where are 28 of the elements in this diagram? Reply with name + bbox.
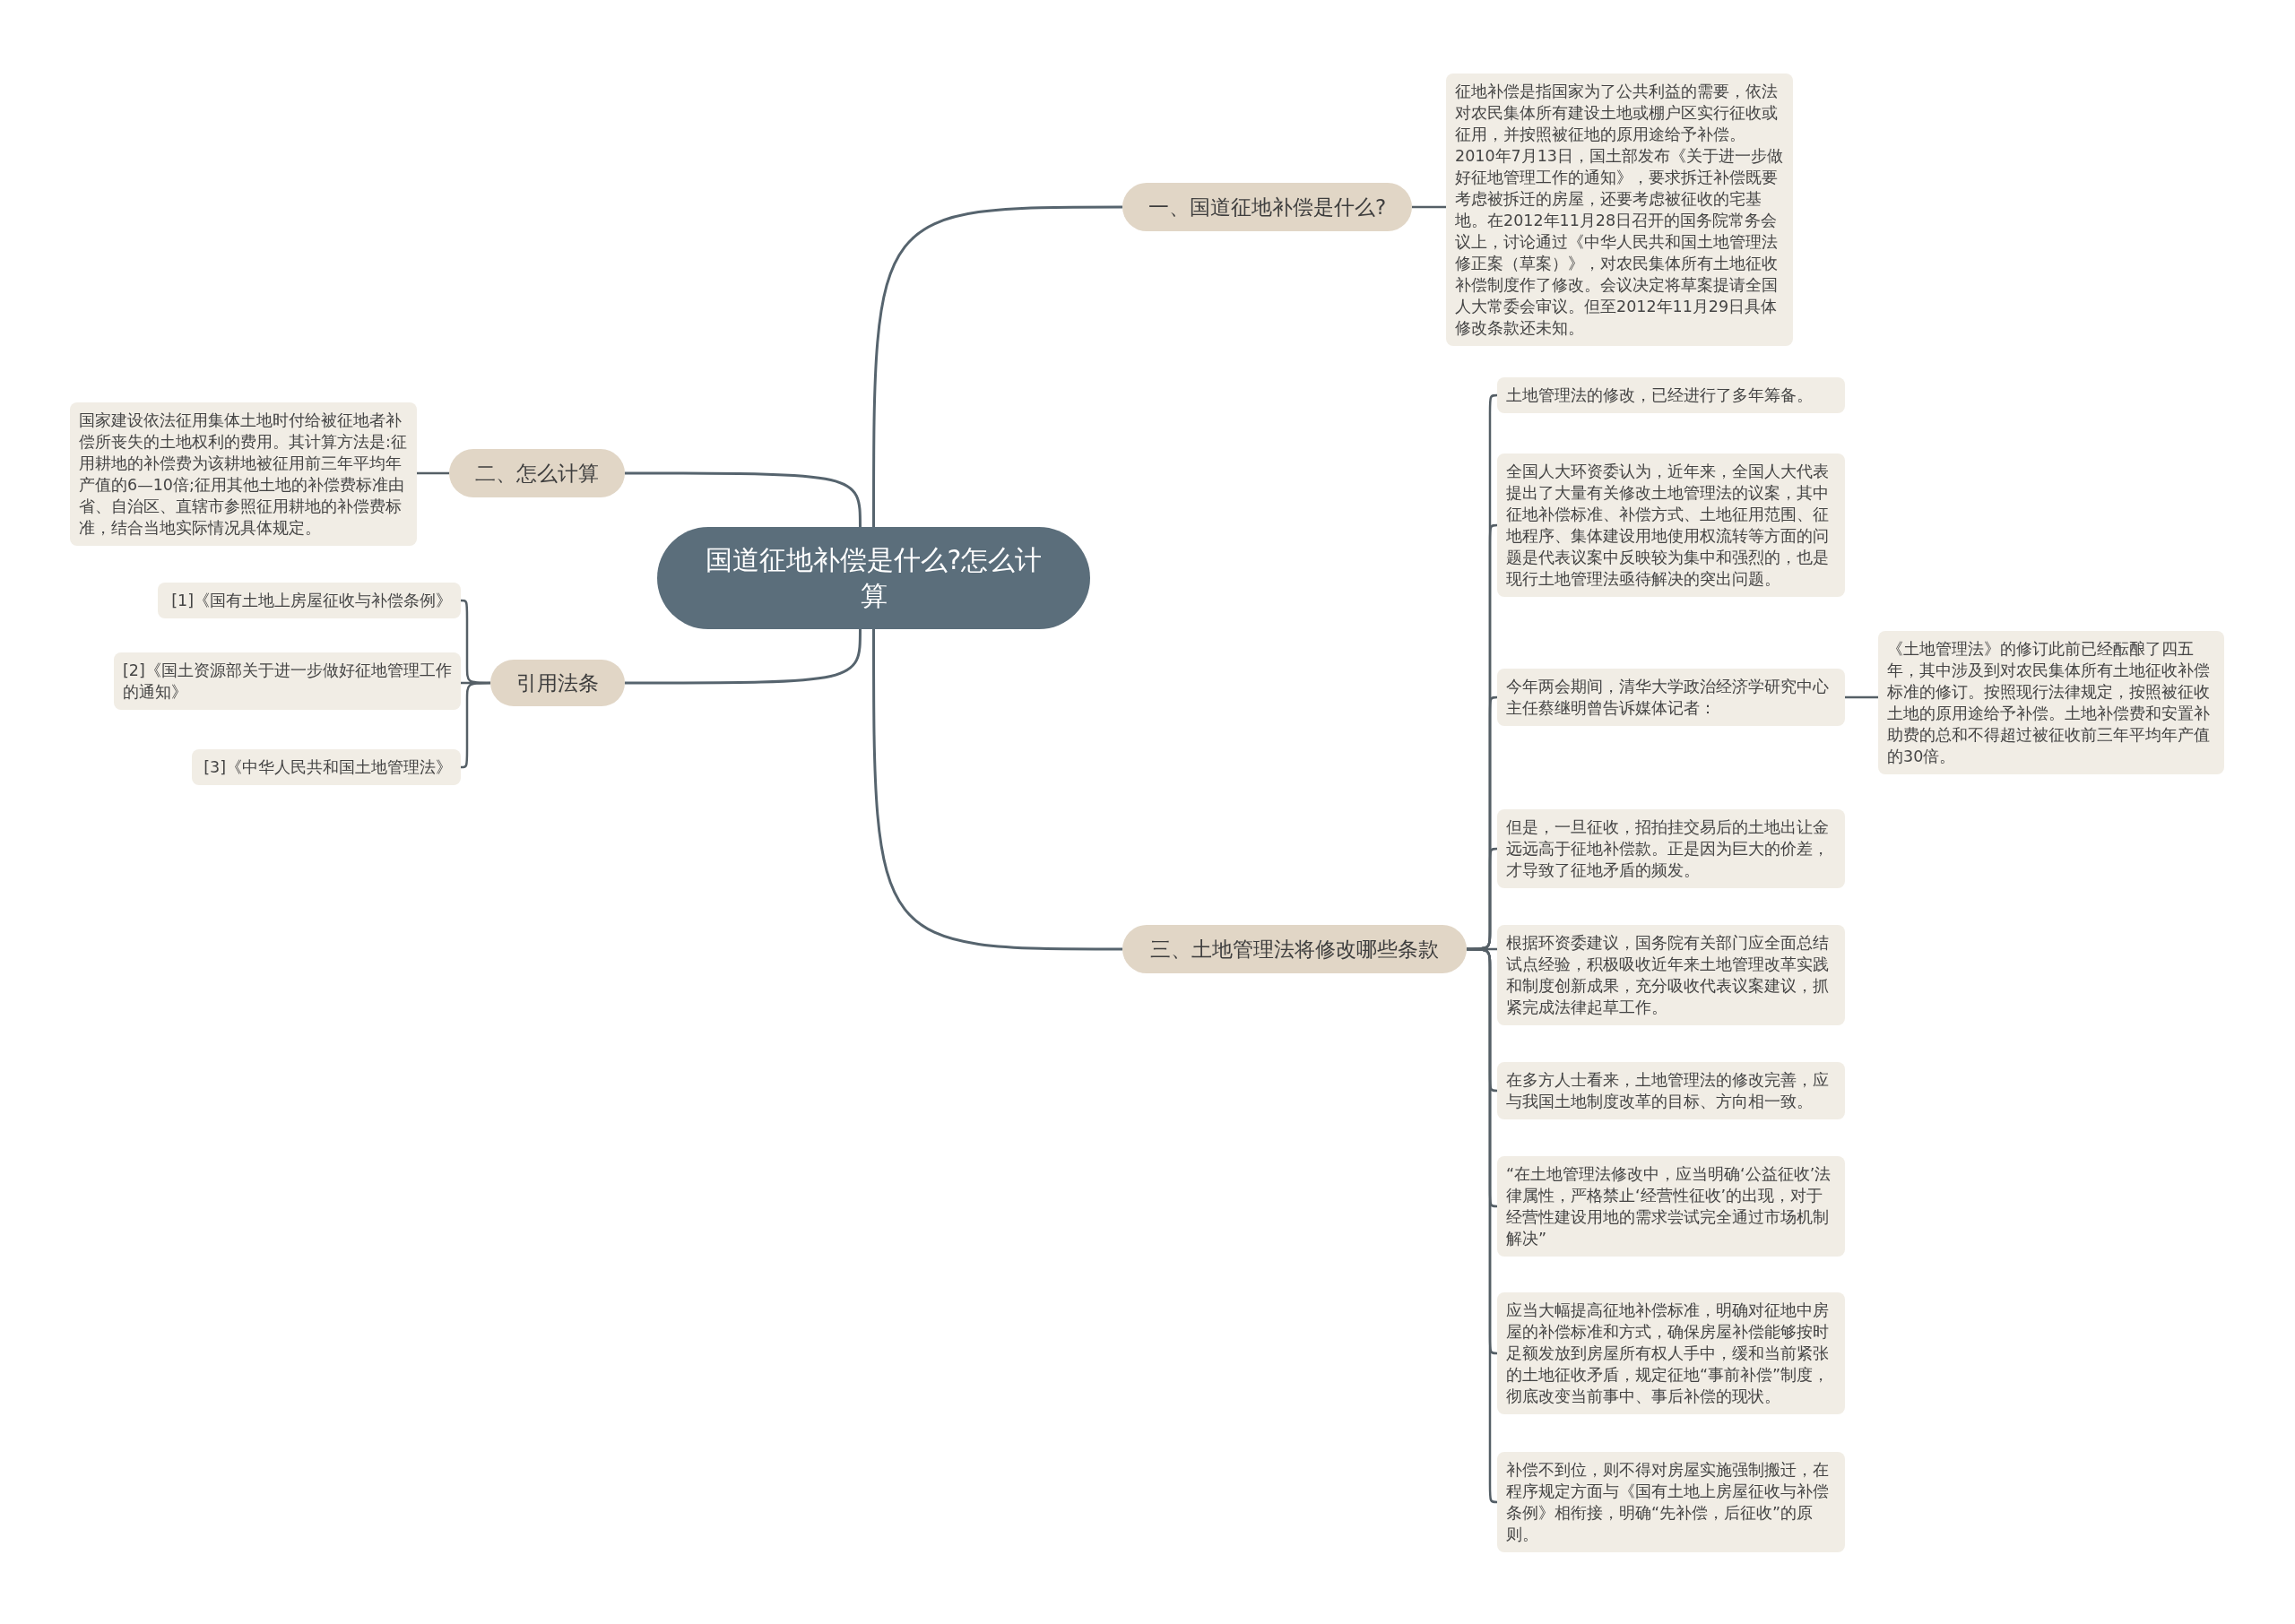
note-box: 在多方人士看来，土地管理法的修改完善，应与我国土地制度改革的目标、方向相一致。	[1497, 1062, 1845, 1119]
note-box: [2]《国土资源部关于进一步做好征地管理工作的通知》	[114, 652, 461, 710]
note-box: 应当大幅提高征地补偿标准，明确对征地中房屋的补偿标准和方式，确保房屋补偿能够按时足额发放到房屋所有权人手中，缓和当前紧张的土地征收矛盾，规定征地“事前补偿”制度，彻底改变当前事中、事后补偿的现状。	[1497, 1292, 1845, 1414]
note-box: 但是，一旦征收，招拍挂交易后的土地出让金远远高于征地补偿款。正是因为巨大的价差，才导致了征地矛盾的频发。	[1497, 809, 1845, 888]
connector-line	[872, 205, 1122, 527]
connector-line	[460, 681, 490, 769]
note-box: 补偿不到位，则不得对房屋实施强制搬迁，在程序规定方面与《国有土地上房屋征收与补偿条例》相衔接，明确“先补偿，后征收”的原则。	[1497, 1452, 1845, 1552]
connector-line	[625, 629, 862, 685]
connector-line	[625, 471, 862, 527]
note-box: [3]《中华人民共和国土地管理法》	[192, 749, 461, 785]
note-box: 土地管理法的修改，已经进行了多年筹备。	[1497, 377, 1845, 413]
note-box: 国家建设依法征用集体土地时付给被征地者补偿所丧失的土地权利的费用。其计算方法是:征用耕地的补偿费为该耕地被征用前三年平均年产值的6—10倍;征用其他土地的补偿费标准由省、自治区、直辖市参照征用耕地的补偿费标准，结合当地实际情况具体规定。	[70, 402, 417, 546]
connector-line	[872, 629, 1122, 951]
topic-pill: 一、国道征地补偿是什么?	[1122, 183, 1412, 231]
topic-pill: 引用法条	[490, 660, 625, 706]
connector-line	[1412, 205, 1446, 209]
note-box: “在土地管理法修改中，应当明确‘公益征收’法律属性，严格禁止‘经营性征收’的出现，对于经营性建设用地的需求尝试完全通过市场机制解决”	[1497, 1156, 1845, 1257]
note-box: 今年两会期间，清华大学政治经济学研究中心主任蔡继明曾告诉媒体记者：	[1497, 669, 1845, 726]
note-box: 根据环资委建议，国务院有关部门应全面总结试点经验，积极吸收近年来土地管理改革实践和制度创新成果，充分吸收代表议案建议，抓紧完成法律起草工作。	[1497, 925, 1845, 1025]
central-topic: 国道征地补偿是什么?怎么计算	[657, 527, 1090, 629]
topic-pill: 二、怎么计算	[449, 449, 625, 497]
topic-pill: 三、土地管理法将修改哪些条款	[1122, 925, 1467, 973]
note-box: 《土地管理法》的修订此前已经酝酿了四五年，其中涉及到对农民集体所有土地征收补偿标准的修订。按照现行法律规定，按照被征收土地的原用途给予补偿。土地补偿费和安置补助费的总和不得超过被征收前三年平均年产值的30倍。	[1878, 631, 2224, 774]
note-box: 全国人大环资委认为，近年来，全国人大代表提出了大量有关修改土地管理法的议案，其中征地补偿标准、补偿方式、土地征用范围、征地程序、集体建设用地使用权流转等方面的问题是代表议案中反映较为集中和强烈的，也是现行土地管理法亟待解决的突出问题。	[1497, 454, 1845, 597]
note-box: [1]《国有土地上房屋征收与补偿条例》	[158, 583, 461, 618]
note-box: 征地补偿是指国家为了公共利益的需要，依法对农民集体所有建设土地或棚户区实行征收或征用，并按照被征地的原用途给予补偿。2010年7月13日，国土部发布《关于进一步做好征地管理工作的通知》，要求拆迁补偿既要考虑被拆迁的房屋，还要考虑被征收的宅基地。在2012年11月28日召开的国务院常务会议上，讨论通过《中华人民共和国土地管理法修正案（草案）》，对农民集体所有土地征收补偿制度作了修改。会议决定将草案提请全国人大常委会审议。但至2012年11月29日具体修改条款还未知。	[1446, 73, 1793, 346]
connector-line	[417, 471, 449, 475]
connector-line	[1845, 695, 1878, 699]
